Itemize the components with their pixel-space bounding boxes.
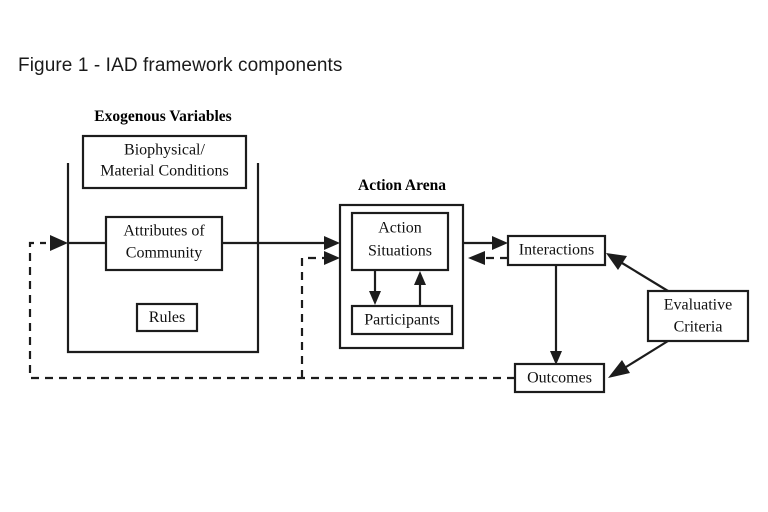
evaluative-criteria-box[interactable]	[646, 289, 750, 343]
page-title: Figure 1 - IAD framework components	[18, 55, 343, 76]
exogenous-variables-heading: Exogenous Variables	[94, 108, 231, 125]
feedback-to-action-arena-line	[300, 256, 324, 378]
biophysical-material-conditions-box[interactable]	[81, 134, 248, 190]
biophysical-label-line1: Biophysical/	[124, 142, 205, 159]
arrowhead-to-interactions	[492, 236, 508, 250]
biophysical-label-line2: Material Conditions	[100, 163, 228, 180]
action-arena-heading: Action Arena	[358, 177, 446, 194]
rules-label: Rules	[149, 309, 185, 326]
outcomes-feedback-line	[28, 241, 515, 380]
exogenous-variables-container	[66, 163, 260, 354]
evaluative-criteria-to-interactions-line	[621, 262, 669, 292]
evaluative-criteria-to-outcomes-line	[625, 340, 669, 368]
arrowhead-to-outcomes-diagonal	[608, 360, 630, 378]
arrowhead-feedback-to-exogenous	[50, 235, 68, 251]
arrowhead-down-to-participants	[369, 291, 381, 305]
participants-label: Participants	[364, 312, 440, 329]
arrowhead-feedback-to-action-arena	[324, 251, 340, 265]
rules-box[interactable]	[135, 302, 199, 333]
arrowhead-exogenous-to-action-arena	[324, 236, 340, 250]
interactions-label: Interactions	[519, 242, 595, 259]
evaluative-criteria-label-line2: Criteria	[674, 319, 723, 336]
outcomes-label: Outcomes	[527, 370, 592, 387]
arrowhead-up-to-action-situations	[414, 271, 426, 285]
attributes-of-community-box[interactable]	[104, 215, 224, 272]
arrowhead-to-interactions-diagonal	[606, 253, 627, 270]
action-situations-label-line1: Action	[378, 220, 422, 237]
attributes-label-line1: Attributes of	[123, 223, 205, 240]
action-arena-container	[338, 203, 465, 350]
attributes-label-line2: Community	[126, 245, 202, 262]
arrowhead-down-to-outcomes	[550, 351, 562, 365]
arrowhead-back-to-action-arena	[468, 251, 485, 265]
participants-box[interactable]	[350, 304, 454, 336]
evaluative-criteria-label-line1: Evaluative	[664, 297, 732, 314]
action-situations-box[interactable]	[350, 211, 450, 272]
action-situations-label-line2: Situations	[368, 243, 432, 260]
